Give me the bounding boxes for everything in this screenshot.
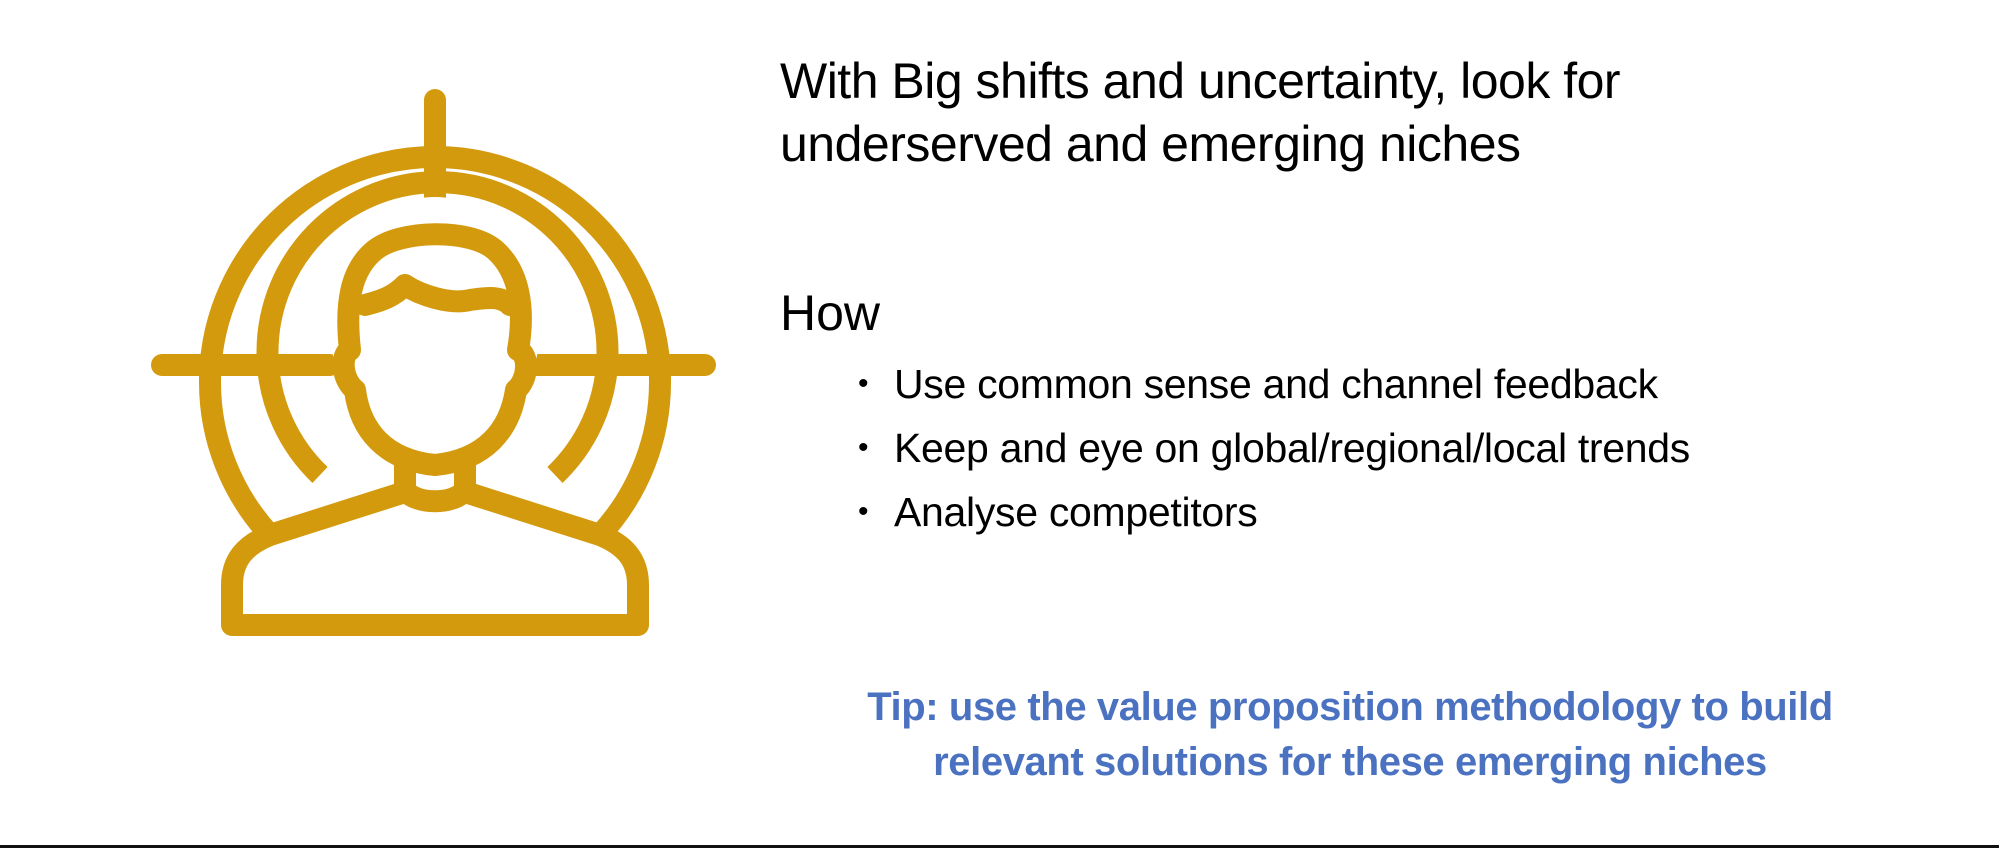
target-person-icon xyxy=(150,80,720,650)
bullet-icon: • xyxy=(858,495,869,528)
bullet-item: • Analyse competitors xyxy=(858,480,1690,544)
tip-callout: Tip: use the value proposition methodolo… xyxy=(867,685,1833,784)
bullet-text: Use common sense and channel feedback xyxy=(894,361,1658,407)
bullet-text: Keep and eye on global/regional/local tr… xyxy=(894,425,1690,471)
how-bullet-list: • Use common sense and channel feedback … xyxy=(858,352,1690,544)
bullet-icon: • xyxy=(858,431,869,464)
bullet-text: Analyse competitors xyxy=(894,489,1258,535)
bullet-item: • Use common sense and channel feedback xyxy=(858,352,1690,416)
bullet-icon: • xyxy=(858,367,869,400)
bullet-item: • Keep and eye on global/regional/local … xyxy=(858,416,1690,480)
how-heading: How xyxy=(780,285,881,341)
slide-title: With Big shifts and uncertainty, look fo… xyxy=(780,53,1621,172)
bottom-divider xyxy=(0,845,1999,848)
